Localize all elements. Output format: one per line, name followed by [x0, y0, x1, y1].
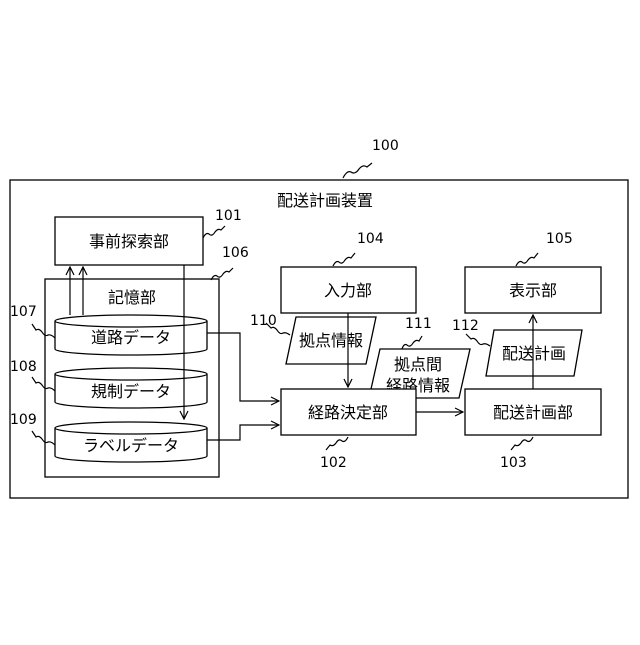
pre-search-ref: 101 [215, 208, 242, 224]
pre-search-label: 事前探索部 [89, 232, 169, 251]
label-data-label: ラベルデータ [83, 436, 179, 455]
system-ref: 100 [372, 138, 399, 154]
plan-unit-label: 配送計画部 [493, 403, 573, 422]
road-data-label: 道路データ [91, 328, 171, 347]
label-data-ref: 109 [10, 412, 37, 428]
display-unit-label: 表示部 [509, 281, 557, 300]
inter-base-info-ref: 111 [405, 316, 432, 332]
label-data-top [55, 422, 207, 434]
storage-ref: 106 [222, 245, 249, 261]
base-info-label: 拠点情報 [299, 331, 363, 350]
system-leader [343, 163, 372, 178]
system-title: 配送計画装置 [277, 191, 373, 210]
route-decision-ref: 102 [320, 455, 347, 471]
storage-label: 記憶部 [108, 288, 156, 307]
inter-base-info-line1: 拠点間 [394, 355, 442, 374]
regulation-data-ref: 108 [10, 359, 37, 375]
delivery-plan-label: 配送計画 [502, 344, 566, 363]
delivery-plan-ref: 112 [452, 318, 479, 334]
base-info-ref: 110 [250, 313, 277, 329]
input-unit-ref: 104 [357, 231, 384, 247]
route-decision-label: 経路決定部 [308, 403, 388, 422]
road-data-ref: 107 [10, 304, 37, 320]
display-unit-ref: 105 [546, 231, 573, 247]
plan-unit-ref: 103 [500, 455, 527, 471]
input-unit-label: 入力部 [324, 281, 372, 300]
regulation-data-label: 規制データ [91, 382, 171, 401]
